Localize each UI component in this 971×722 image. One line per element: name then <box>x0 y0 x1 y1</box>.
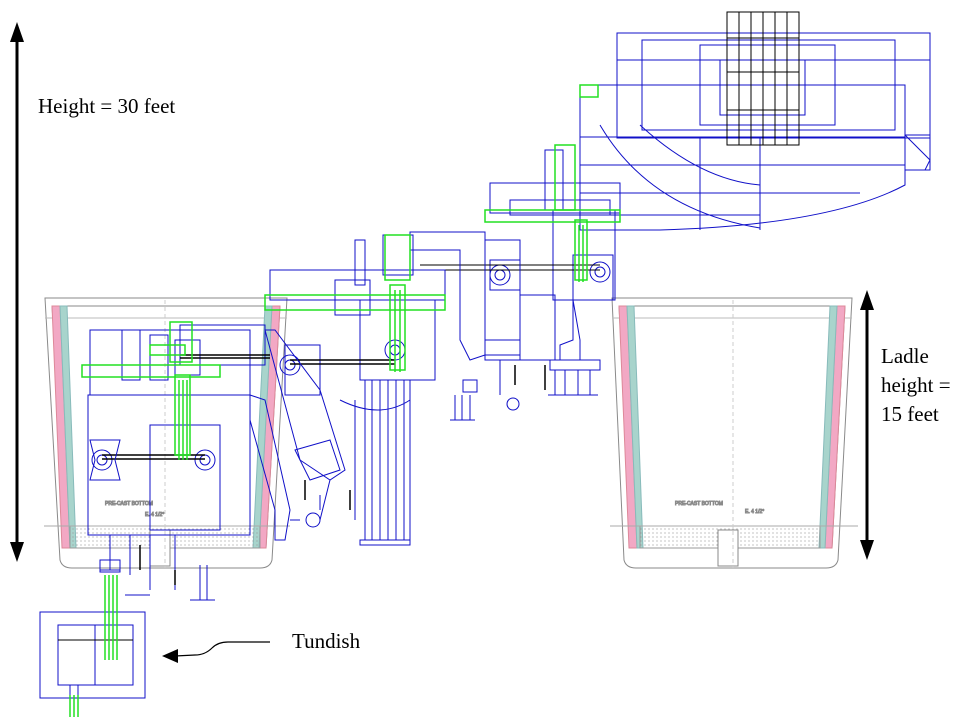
ladle-height-label-line2: height = <box>881 373 951 397</box>
left-ladle-bottom-tag: PRE-CAST BOTTOM <box>105 501 153 507</box>
right-ladle: PRE-CAST BOTTOM E. 4 1/2° <box>610 297 858 569</box>
black-accents <box>139 365 546 585</box>
height-dimension-arrow <box>10 22 24 562</box>
right-ladle-bottom-tag: PRE-CAST BOTTOM <box>675 501 723 507</box>
crane-grid-block <box>726 11 800 146</box>
ladle-height-label-line3: 15 feet <box>881 402 939 426</box>
nozzle-highlights <box>81 84 621 460</box>
crane-body <box>579 32 931 231</box>
left-ladle-angle-tag: E. 4 1/2° <box>145 512 164 518</box>
tundish-callout-arrow <box>162 641 270 663</box>
tundish-label: Tundish <box>292 629 361 653</box>
left-ladle: PRE-CAST BOTTOM E. 4 1/2° <box>44 297 290 569</box>
tundish-stream <box>69 575 118 717</box>
ladle-height-label-line1: Ladle <box>881 344 929 368</box>
ladle-height-dimension-arrow <box>860 290 874 560</box>
tundish <box>39 569 146 705</box>
right-ladle-angle-tag: E. 4 1/2° <box>745 509 764 515</box>
height-label: Height = 30 feet <box>38 94 175 118</box>
